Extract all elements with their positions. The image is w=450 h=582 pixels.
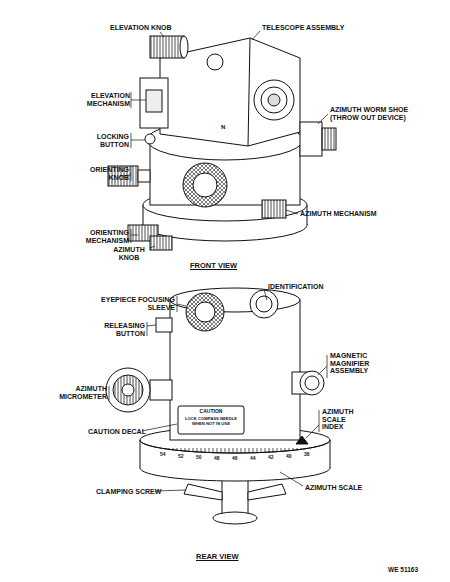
part-label: AZIMUTH WORM SHOE (THROW OUT DEVICE) [330, 106, 422, 121]
part-label: ORIENTING MECHANISM [56, 229, 129, 244]
part-label: RELEASING BUTTON [96, 322, 145, 337]
part-label: LOCKING BUTTON [80, 133, 129, 148]
part-label: CAUTION DECAL [88, 428, 146, 436]
view-title: REAR VIEW [196, 553, 239, 561]
rear-leader-lines [109, 290, 327, 491]
part-label: ELEVATION KNOB [110, 24, 172, 32]
part-label: AZIMUTH SCALE [305, 484, 362, 492]
part-label: MAGNETIC MAGNIFIER ASSEMBLY [330, 352, 390, 375]
scale-number: 50 [196, 455, 202, 461]
decal-text: CAUTION [180, 409, 242, 415]
view-title: FRONT VIEW [190, 262, 237, 270]
part-label: ORIENTING KNOB [80, 166, 129, 181]
scale-number: 42 [268, 455, 274, 461]
part-label: AZIMUTH KNOB [106, 246, 152, 261]
part-label: CLAMPING SCREW [96, 488, 161, 496]
scale-number: 54 [160, 452, 166, 458]
scale-number: 44 [250, 456, 256, 462]
part-label: TELESCOPE ASSEMBLY [262, 24, 344, 32]
part-label: AZIMUTH MICROMETER [36, 385, 107, 400]
scale-number: 38 [304, 452, 310, 458]
scale-number: 46 [232, 456, 238, 462]
figure-number: WE 51163 [388, 566, 418, 573]
part-label: EYEPIECE FOCUSING SLEEVE [92, 296, 175, 311]
part-label: ELEVATION MECHANISM [70, 92, 130, 107]
part-label: AZIMUTH MECHANISM [300, 210, 377, 218]
scale-number: 48 [214, 456, 220, 462]
front-view-drawing [108, 36, 336, 250]
direction-mark: N [221, 124, 225, 131]
part-label: AZIMUTH SCALE INDEX [322, 408, 368, 431]
decal-text: LOCK COMPASS NEEDLE WHEN NOT IN USE [180, 417, 242, 426]
front-leader-lines [120, 31, 328, 248]
scale-number: 40 [286, 454, 292, 460]
part-label: IDENTIFICATION [268, 283, 323, 291]
scale-number: 52 [178, 454, 184, 460]
